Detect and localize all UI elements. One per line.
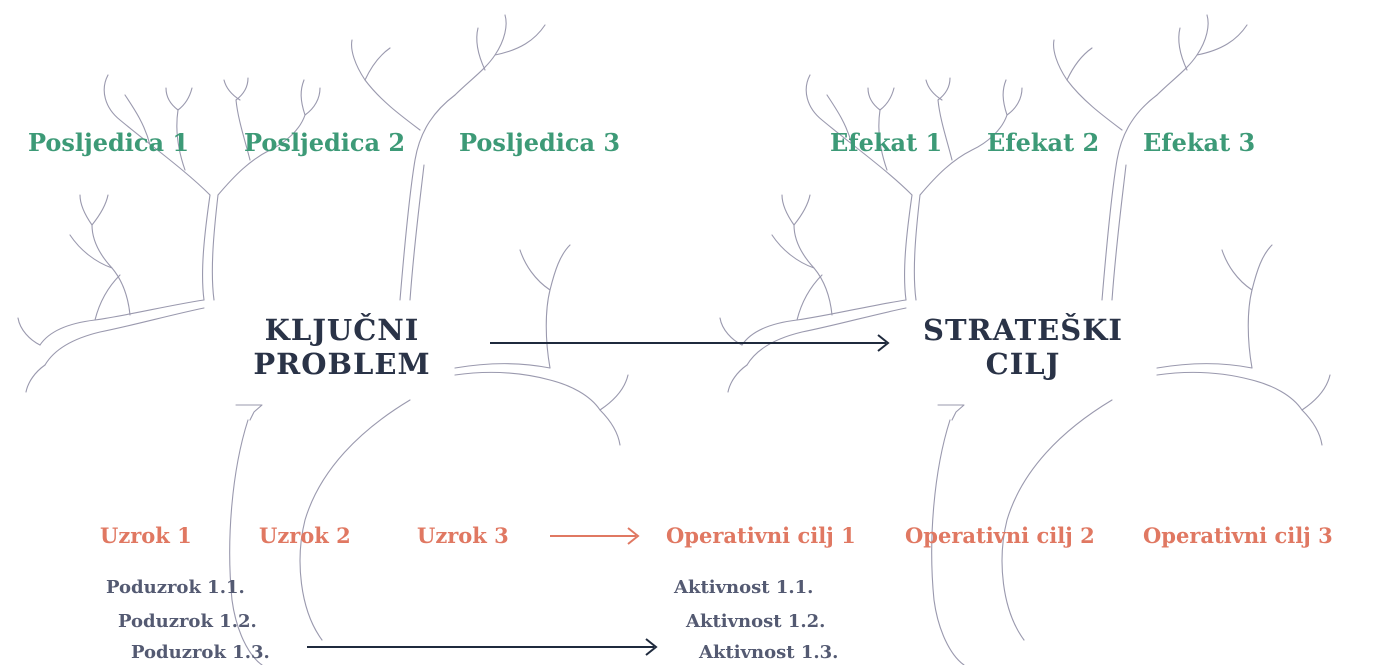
objective-tree-outline (719, 14, 1331, 665)
subcause-label-3: Poduzrok 1.3. (131, 642, 270, 663)
core-problem-line1: KLJUČNI (264, 313, 420, 347)
core-problem: KLJUČNI PROBLEM (234, 313, 450, 381)
objective-effect-label-3: Efekat 3 (1143, 128, 1256, 157)
objective-effect-label-1: Efekat 1 (830, 128, 943, 157)
subcause-label-1: Poduzrok 1.1. (106, 577, 245, 598)
problem-tree-outline (17, 14, 629, 665)
effect-label-2: Posljedica 2 (244, 128, 406, 157)
cause-label-1: Uzrok 1 (100, 523, 192, 548)
objective-effect-label-2: Efekat 2 (987, 128, 1100, 157)
activity-label-3: Aktivnost 1.3. (699, 642, 839, 663)
operative-goal-label-1: Operativni cilj 1 (666, 523, 856, 548)
effect-label-1: Posljedica 1 (28, 128, 190, 157)
subcause-label-2: Poduzrok 1.2. (118, 611, 257, 632)
effect-label-3: Posljedica 3 (459, 128, 621, 157)
activity-label-2: Aktivnost 1.2. (686, 611, 826, 632)
strategic-goal-line1: STRATEŠKI (923, 313, 1123, 347)
strategic-goal-line2: CILJ (985, 347, 1061, 381)
cause-label-2: Uzrok 2 (259, 523, 351, 548)
operative-goal-label-2: Operativni cilj 2 (905, 523, 1095, 548)
core-problem-line2: PROBLEM (253, 347, 431, 381)
cause-label-3: Uzrok 3 (417, 523, 509, 548)
operative-goal-label-3: Operativni cilj 3 (1143, 523, 1333, 548)
strategic-goal: STRATEŠKI CILJ (920, 313, 1126, 381)
activity-label-1: Aktivnost 1.1. (674, 577, 814, 598)
